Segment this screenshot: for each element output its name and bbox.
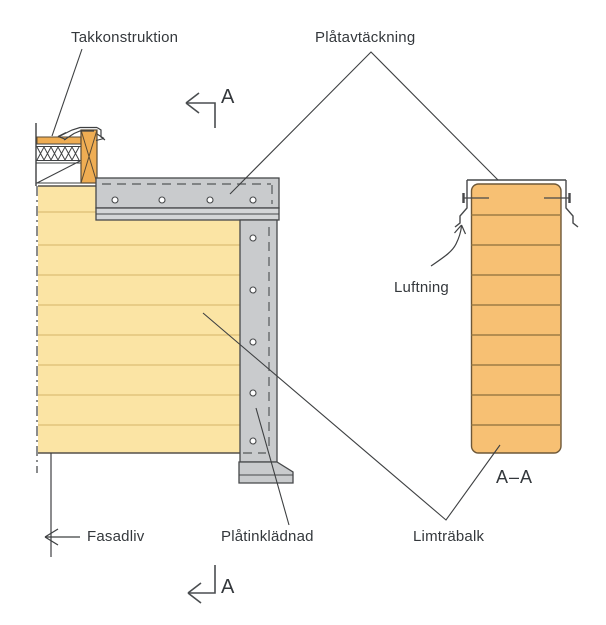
label-takkonstruktion: Takkonstruktion	[71, 29, 179, 46]
drip-edge	[238, 461, 294, 484]
section-letter-bottom: A	[221, 576, 235, 598]
runoff-arrow-right-icon	[95, 133, 105, 142]
platavtackning-leader-line	[229, 51, 499, 195]
section-arrow-bottom-icon	[187, 582, 202, 604]
roof-construction	[36, 136, 82, 184]
aa-section-view	[430, 179, 579, 454]
luftning-arrow-icon	[430, 224, 467, 267]
fasadliv-arrow-icon	[44, 528, 80, 546]
aa-cap-fasteners	[462, 193, 571, 203]
section-letter-top: A	[221, 86, 235, 108]
label-platinkladnad: Plåtinklädnad	[221, 528, 314, 545]
runoff-arrow-left-icon	[57, 132, 67, 141]
limtrabalk-leader-line	[202, 312, 501, 521]
roof-flashing	[57, 126, 106, 142]
glulam-beam-section	[38, 185, 240, 454]
fastener-screws-side	[249, 234, 257, 445]
left-section-drawing	[35, 123, 294, 557]
leader-lines	[51, 48, 501, 526]
section-cut-marker-top	[185, 92, 216, 128]
label-fasadliv: Fasadliv	[87, 528, 145, 545]
section-cut-marker-bottom	[187, 565, 216, 604]
section-view-title: A–A	[496, 467, 534, 487]
label-platavtackning: Plåtavtäckning	[315, 29, 416, 46]
section-arrow-top-icon	[185, 92, 200, 114]
fasadliv-marker	[44, 453, 80, 557]
wood-blocking	[80, 129, 98, 184]
aa-metal-cap	[454, 179, 579, 228]
roof-truss-hatching	[36, 143, 81, 184]
glulam-lamination-lines	[38, 211, 240, 426]
fastener-screws-top	[111, 196, 257, 204]
wood-top-plate	[36, 136, 82, 145]
takkonstruktion-leader-line	[51, 48, 83, 137]
aa-glulam-beam	[470, 183, 562, 454]
platinkladnad-leader-line	[255, 407, 290, 526]
label-limtrabalk: Limträbalk	[413, 528, 485, 545]
label-luftning: Luftning	[394, 279, 449, 296]
aa-lamination-lines	[471, 214, 561, 426]
sheet-metal-top-cover	[95, 177, 280, 221]
sheet-metal-side-cladding	[238, 219, 294, 484]
